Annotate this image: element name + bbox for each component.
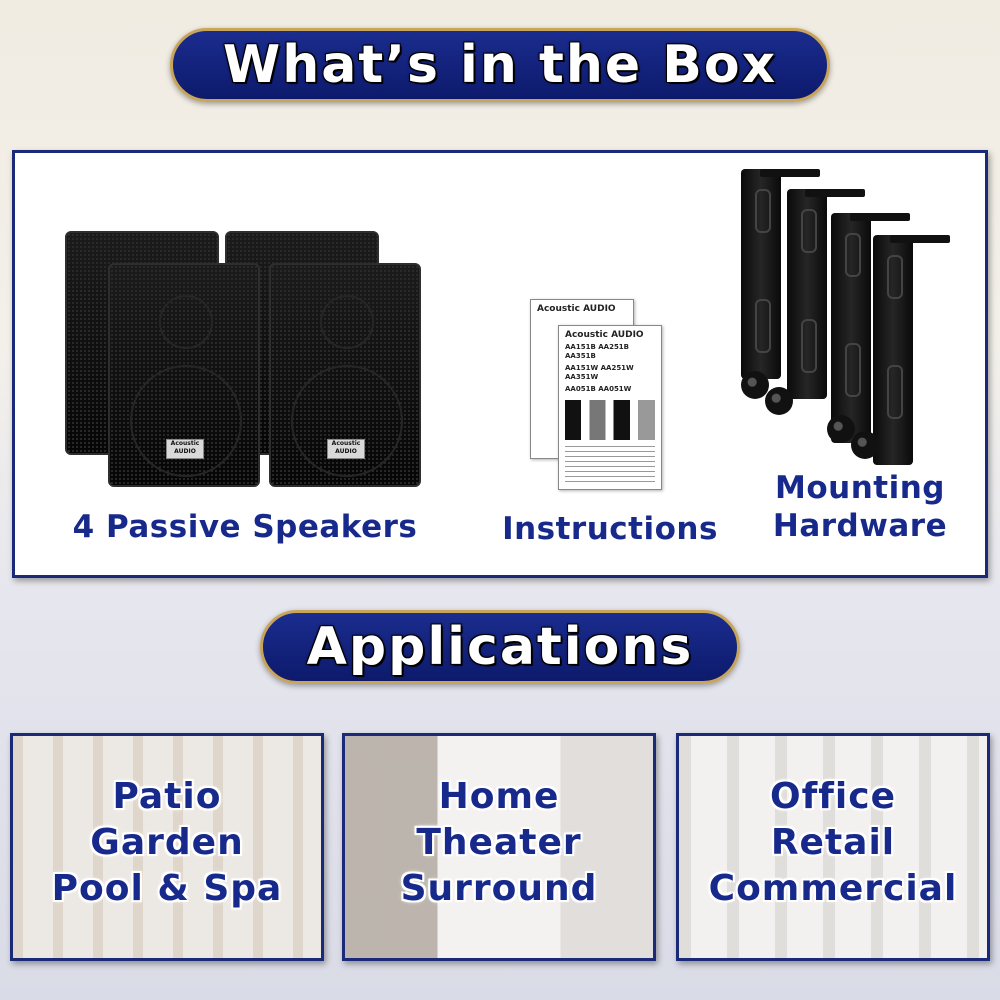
bracket-2	[787, 189, 827, 399]
whats-in-the-box-heading: What’s in the Box	[170, 28, 830, 102]
application-line: Home	[438, 776, 560, 817]
application-tile-office: Office Retail Commercial	[676, 733, 990, 961]
speaker-badge: Acoustic AUDIO	[327, 439, 365, 459]
speaker-badge: Acoustic AUDIO	[166, 439, 204, 459]
application-line: Office	[769, 776, 897, 817]
application-line: Garden	[90, 822, 244, 863]
patio-background	[13, 736, 321, 958]
mounting-knob	[765, 387, 793, 415]
instruction-sheet-front: Acoustic AUDIO AA151B AA251B AA351B AA15…	[558, 325, 662, 490]
bracket-1	[741, 169, 781, 379]
speaker-front-left: Acoustic AUDIO	[108, 263, 260, 487]
home-background	[345, 736, 653, 958]
speaker-front-right: Acoustic AUDIO	[269, 263, 421, 487]
speakers-caption: 4 Passive Speakers	[72, 509, 418, 545]
mounting-knob	[851, 431, 879, 459]
instructions-caption: Instructions	[502, 511, 718, 547]
mounting-knob	[741, 371, 769, 399]
application-line: Patio	[112, 776, 222, 817]
application-tile-home: Home Theater Surround	[342, 733, 656, 961]
mounting-knob	[827, 415, 855, 443]
application-line: Retail	[770, 822, 896, 863]
mounting-hardware-caption: Mounting Hardware	[750, 469, 970, 545]
office-background	[679, 736, 987, 958]
application-line: Commercial	[708, 868, 958, 909]
mounting-caption-line2: Hardware	[772, 508, 948, 544]
bracket-4	[873, 235, 913, 465]
application-line: Pool & Spa	[51, 868, 283, 909]
application-line: Surround	[400, 868, 598, 909]
application-line: Theater	[416, 822, 582, 863]
applications-heading: Applications	[260, 610, 740, 684]
box-contents-panel: Acoustic AUDIO Acoustic AUDIO 4 Passive …	[12, 150, 988, 578]
mounting-caption-line1: Mounting	[775, 470, 945, 506]
application-tile-patio: Patio Garden Pool & Spa	[10, 733, 324, 961]
bracket-3	[831, 213, 871, 443]
